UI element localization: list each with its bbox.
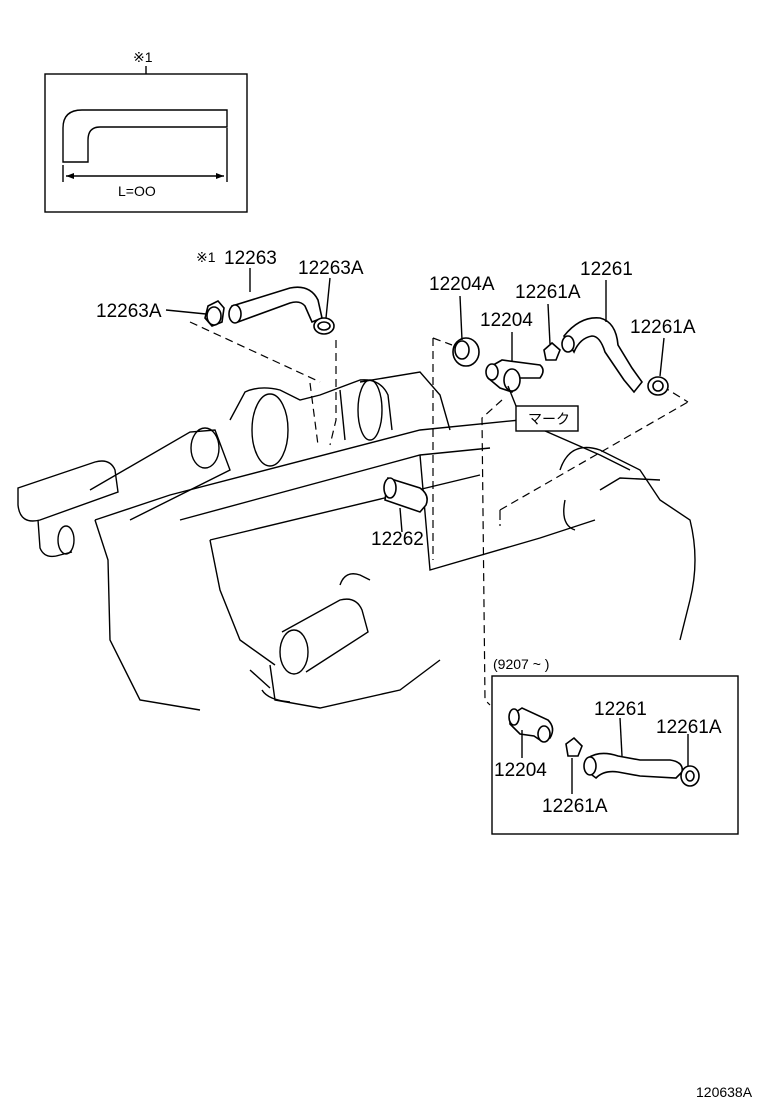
length-label: L=OO <box>118 183 156 199</box>
callout-12204: 12204 <box>480 310 533 331</box>
inset-ref-mark: ※1 <box>133 49 153 65</box>
callout-12261A-right: 12261A <box>630 317 696 338</box>
callout-12204A: 12204A <box>429 274 495 295</box>
callout-12263: 12263 <box>224 248 277 269</box>
variant-inset: (9207 ~ ) 12261 12261A 12204 12261A <box>491 656 739 835</box>
callout-12263-ref: ※1 <box>196 249 216 265</box>
callout-12261: 12261 <box>580 259 633 280</box>
mark-label: マーク <box>528 411 570 427</box>
figure-code: 120638A <box>696 1084 753 1100</box>
mark-box <box>515 405 579 432</box>
clamp-12261A-top <box>543 341 561 361</box>
inset-callout-12261A-right: 12261A <box>656 717 722 738</box>
hose-sketch <box>62 109 228 163</box>
hose-12263-group <box>204 286 335 335</box>
inset-hose-12261 <box>587 752 684 780</box>
guide-lines <box>189 321 689 706</box>
inset-callout-12261: 12261 <box>594 699 647 720</box>
callout-12261A-top: 12261A <box>515 282 581 303</box>
leader-lines <box>165 268 665 533</box>
callout-12262: 12262 <box>371 529 424 550</box>
inset-clamp-left <box>565 736 583 757</box>
callout-12263A-left: 12263A <box>96 301 162 322</box>
inset-callout-12261A-bottom: 12261A <box>542 796 608 817</box>
inset-date-range: (9207 ~ ) <box>493 656 549 672</box>
engine-outline <box>17 371 696 711</box>
callout-12263A-top: 12263A <box>298 258 364 279</box>
inset-frame <box>44 73 248 213</box>
hose-12263 <box>230 286 323 324</box>
hose-length-inset: ※1 L=OO <box>44 49 248 213</box>
pcv-group <box>452 317 669 396</box>
hose-12261 <box>563 317 644 394</box>
inset-callout-12204: 12204 <box>494 760 547 781</box>
